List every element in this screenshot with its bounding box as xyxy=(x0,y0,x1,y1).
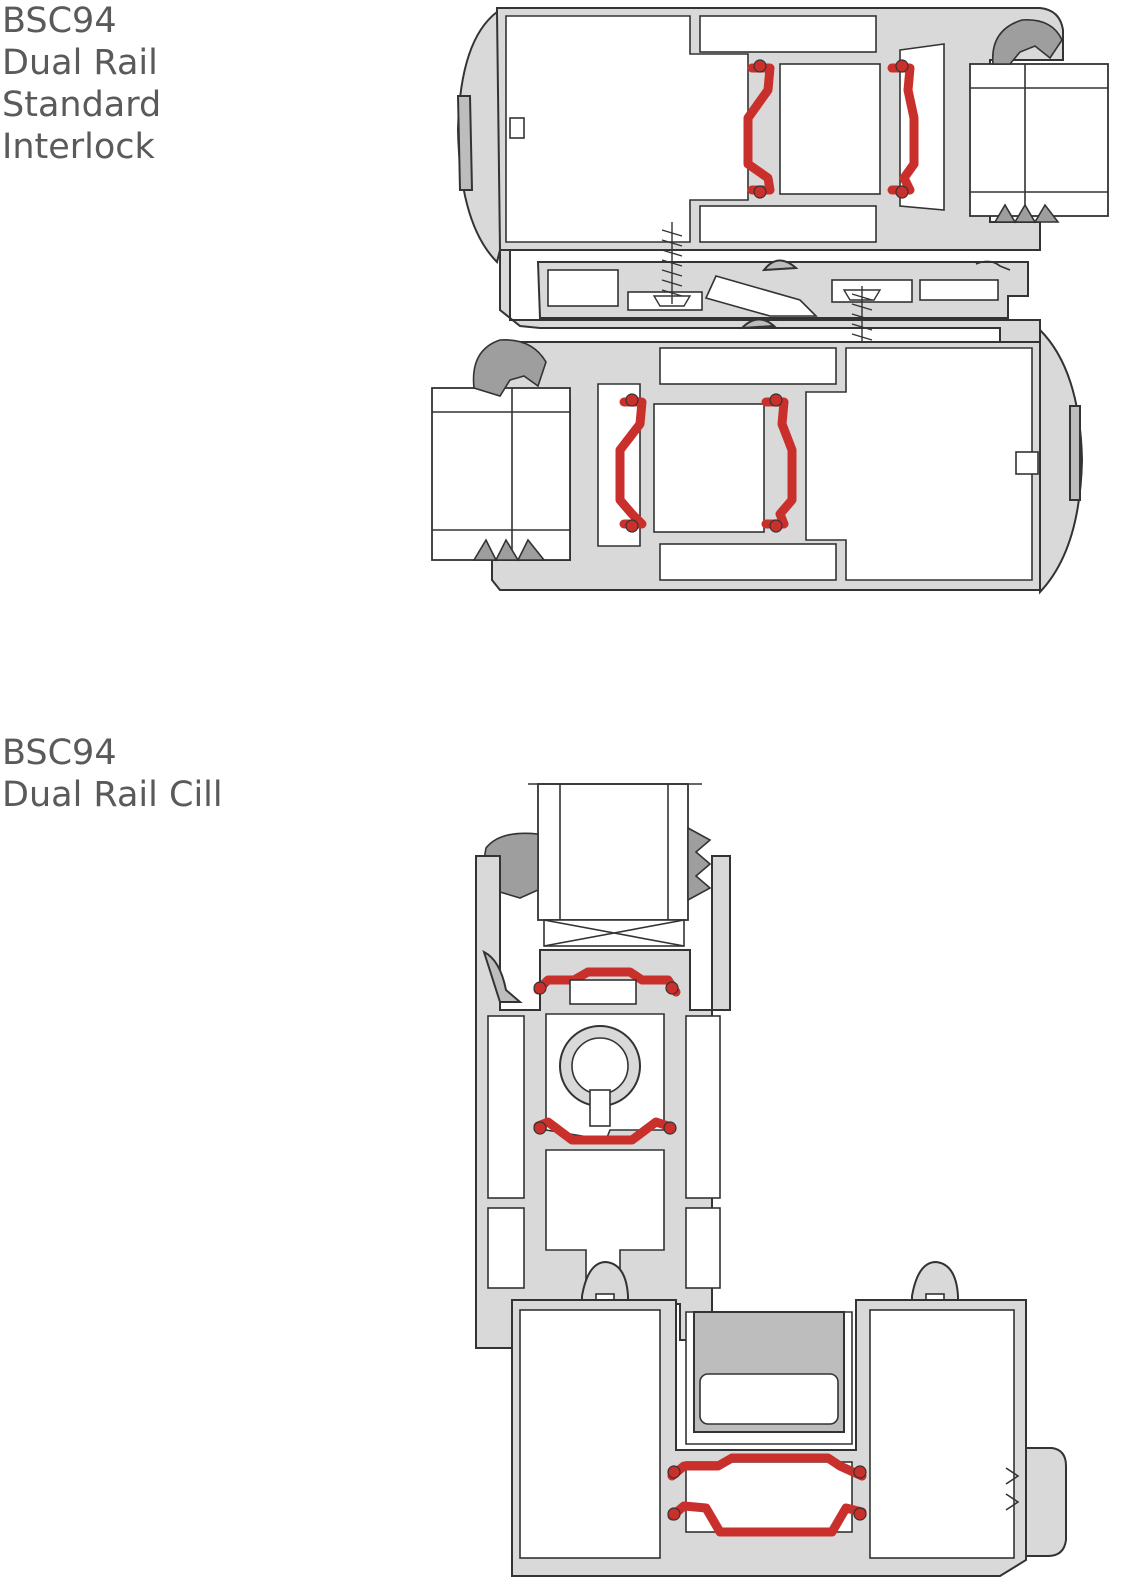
cill-glazing-gasket-right xyxy=(687,826,712,902)
interlock-chamber-3 xyxy=(831,279,913,303)
interlock-caption-line-2: Dual Rail xyxy=(2,43,158,83)
interlock-caption: BSC94 Dual Rail Standard Interlock xyxy=(2,0,161,168)
lower-thermal-break-node-1 xyxy=(625,393,639,407)
upper-thermal-break-node-3 xyxy=(895,59,909,73)
interlock-caption-line-4: Interlock xyxy=(2,127,155,167)
interlock-section-drawing xyxy=(431,7,1109,595)
upper-thermal-break-node-1 xyxy=(753,59,767,73)
lower-thermal-break-node-4 xyxy=(769,519,783,533)
lower-lug xyxy=(1015,451,1039,475)
upper-sash-cover-clip xyxy=(456,95,474,191)
cill-roller-axle-slot xyxy=(589,1089,611,1127)
lower-sash-cover-clip xyxy=(1069,405,1081,501)
upper-thermal-break-right xyxy=(887,63,919,195)
upper-glazing-gasket xyxy=(991,19,1063,65)
lower-glazing-gasket xyxy=(472,339,547,397)
interlock-end-hook xyxy=(975,260,1011,271)
lower-glazing-unit xyxy=(431,387,571,561)
cill-sash-break-node-2 xyxy=(665,981,679,995)
cill-drainage-cover xyxy=(1025,1447,1067,1557)
upper-sash-bottom-chamber xyxy=(699,205,877,243)
lower-sash-cover xyxy=(1039,327,1084,595)
upper-lug xyxy=(509,117,525,139)
interlock-chamber-4 xyxy=(919,279,999,301)
cill-sash-break-node-1 xyxy=(533,981,547,995)
cill-sash-left-chamber xyxy=(487,1015,525,1199)
interlock-seal-brush-top xyxy=(761,259,799,272)
interlock-caption-line-1: BSC94 xyxy=(2,1,117,41)
upper-bead-gasket xyxy=(993,203,1060,224)
cill-frame-thermal-break-lower xyxy=(667,1501,867,1537)
cill-sash-left-lower-chamber xyxy=(487,1207,525,1289)
lower-sash-inner-chamber xyxy=(653,403,765,533)
interlock-chamber-1 xyxy=(547,269,619,307)
lower-sash-outer-chamber xyxy=(805,347,1033,581)
upper-sash-inner-chamber xyxy=(779,63,881,195)
cill-frame-break-node-3 xyxy=(667,1507,681,1521)
lower-thermal-break-node-2 xyxy=(625,519,639,533)
interlock-caption-line-3: Standard xyxy=(2,85,162,125)
cill-section-drawing xyxy=(475,783,1067,1577)
cill-caption: BSC94 Dual Rail Cill xyxy=(2,732,223,816)
cill-frame-break-node-2 xyxy=(853,1465,867,1479)
lower-thermal-break-left xyxy=(615,397,647,529)
cill-sash-thermal-break-mid xyxy=(533,1117,673,1145)
cill-caption-line-2: Dual Rail Cill xyxy=(2,775,223,815)
cill-roller-inner xyxy=(571,1037,629,1095)
cill-sash-break-node-3 xyxy=(533,1121,547,1135)
interlock-screw-left xyxy=(652,222,692,307)
interlock-diagonal-chamber xyxy=(704,275,818,317)
upper-thermal-break-node-4 xyxy=(895,185,909,199)
upper-sash-outer-chamber xyxy=(505,15,749,243)
cill-drainage-flap xyxy=(1005,1467,1020,1511)
cill-sash-break-node-4 xyxy=(663,1121,677,1135)
cill-caption-line-1: BSC94 xyxy=(2,733,117,773)
cill-sash-thermal-break-top xyxy=(533,967,681,997)
cill-frame-break-node-1 xyxy=(667,1465,681,1479)
interlock-seal-brush-bottom xyxy=(739,318,777,330)
cill-sash-right-lower-chamber xyxy=(685,1207,721,1289)
cill-frame-thermal-break-upper xyxy=(667,1453,867,1481)
upper-thermal-break-node-2 xyxy=(753,185,767,199)
upper-thermal-break-left xyxy=(743,63,775,195)
interlock-chamber-2 xyxy=(627,291,703,311)
cill-frame-left-chamber xyxy=(519,1309,661,1559)
lower-thermal-break-right xyxy=(761,397,797,529)
cill-frame-right-chamber xyxy=(869,1309,1015,1559)
upper-sash-top-chamber xyxy=(699,15,877,53)
cill-glazing-unit xyxy=(537,783,689,921)
cill-frame-insert-chamber xyxy=(699,1373,839,1425)
lower-bead-gasket xyxy=(472,538,546,562)
upper-glazing-unit xyxy=(969,63,1109,217)
lower-sash-bottom-chamber xyxy=(659,543,837,581)
cill-sash-right-chamber xyxy=(685,1015,721,1199)
cill-sash-cover xyxy=(482,950,523,1003)
cill-frame-break-node-4 xyxy=(853,1507,867,1521)
lower-thermal-break-node-3 xyxy=(769,393,783,407)
cill-sash-thermal-break-top-cap xyxy=(569,979,637,1005)
cill-packer-cross xyxy=(543,919,685,947)
lower-sash-top-chamber xyxy=(659,347,837,385)
